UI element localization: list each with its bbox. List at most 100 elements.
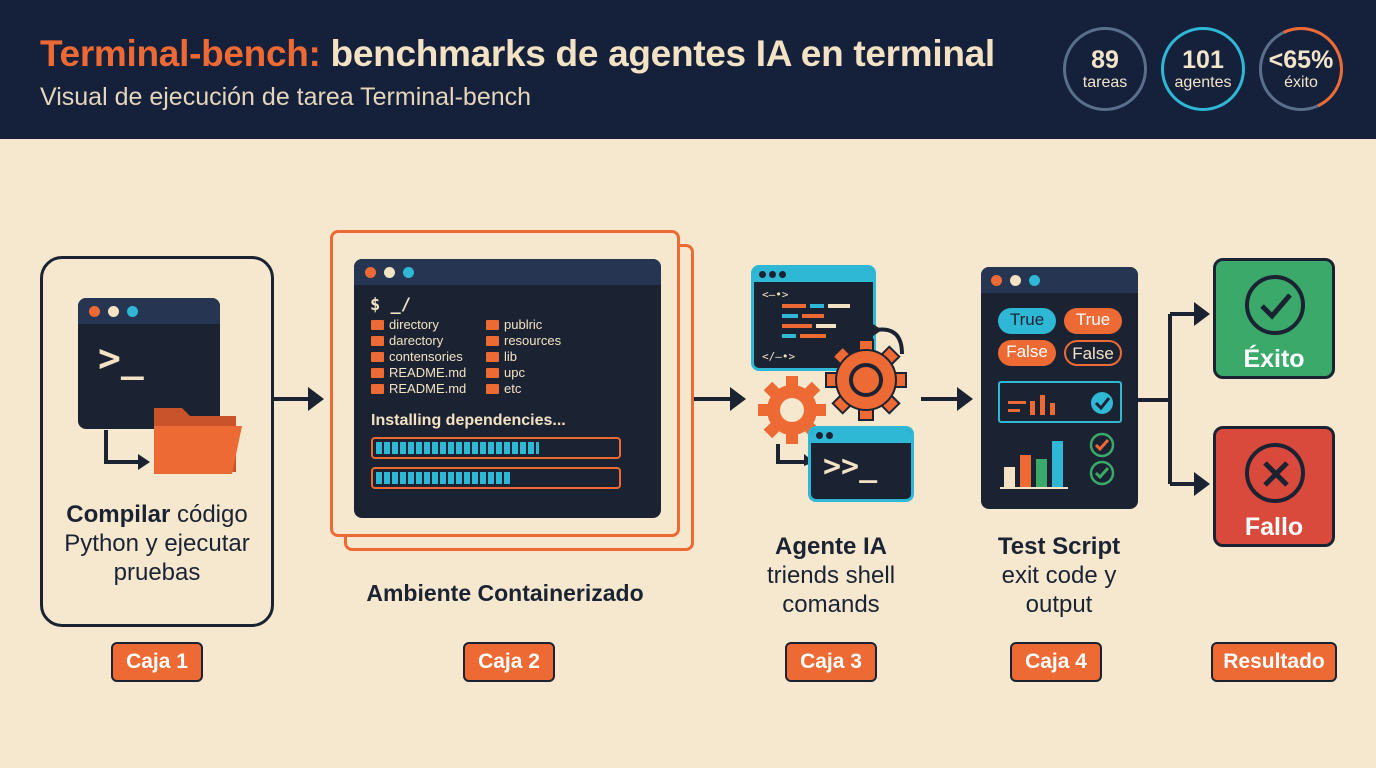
progress-fill [376,442,539,454]
stage3-label-title: Agente IA [774,533,887,560]
stage1-label-rest: código Python y ejecutar pruebas [64,501,250,586]
flow-arrow-3 [921,387,973,411]
stage3-label-line1: triends shell [766,562,896,589]
stage3-gears [758,322,907,466]
progress-bar-2 [371,467,621,489]
caja2-badge: Caja 2 [463,642,555,682]
stat-agentes: 101 agentes [1161,27,1245,111]
window-dot-icon [1029,275,1040,286]
flow-arrow-2 [694,387,746,411]
check-circle-icon [1245,275,1305,335]
stat-tareas-label: tareas [1082,74,1128,91]
failure-label: Fallo [1244,513,1304,541]
arrowhead-icon [138,454,150,470]
progress-fill [376,472,510,484]
stage2-prompt: $ _/ [370,295,411,315]
header-banner: Terminal-bench: benchmarks de agentes IA… [0,0,1376,139]
connector-arrow-icon [776,444,806,464]
stat-tareas-value: 89 [1091,46,1119,74]
stat-exito: <65% éxito [1259,27,1343,111]
window-titlebar [78,298,220,324]
window-dot-icon [1010,275,1021,286]
window-dot-icon [384,267,395,278]
file-entry: publric [504,317,543,332]
file-entry: darectory [389,333,444,348]
stage1-prompt: >_ [98,336,144,380]
window-dot-icon [365,267,376,278]
file-entry: upc [504,365,525,380]
installing-text: Installing dependencies... [371,412,566,429]
window-dot-icon [759,271,766,278]
folder-icon [486,384,499,394]
stage2-terminal-window: $ _/ directory darectory contensories RE… [354,259,661,518]
resultado-badge: Resultado [1211,642,1337,682]
window-dot-icon [991,275,1002,286]
file-entry: README.md [389,381,467,396]
window-dot-icon [779,271,786,278]
folder-icon [486,336,499,346]
test-result-panel [998,381,1122,423]
branch-arrows [1138,302,1210,496]
window-dot-icon [403,267,414,278]
stage3-prompt: >>_ [823,449,878,484]
stat-agentes-value: 101 [1182,46,1224,74]
stage3-label: Agente IA triends shell comands [740,532,922,619]
result-bars-icon [1008,392,1113,415]
connector-arrow-icon [104,430,142,464]
window-titlebar [354,259,661,285]
page-subtitle: Visual de ejecución de tarea Terminal-be… [40,83,532,111]
file-entry: resources [504,333,562,348]
stage4-label-line2: output [1025,591,1093,618]
caja4-badge: Caja 4 [1010,642,1102,682]
test-pill-true: True [1064,308,1122,334]
test-chart-icon [1000,432,1115,489]
folder-icon [371,320,384,330]
window-dot-icon [769,271,776,278]
window-dot-icon [89,306,100,317]
stage4-label-title: Test Script [997,533,1121,560]
stage4-test-window: True True False False [981,267,1138,509]
stage1-label-bold: Compilar [66,501,171,528]
arrowhead-icon [1194,302,1210,326]
stage4-label-line1: exit code y [1001,562,1117,589]
file-entry: lib [504,349,518,364]
arrowhead-icon [1194,472,1210,496]
window-titlebar [811,429,911,443]
test-pill-false: False [1064,340,1122,366]
folder-icon [371,336,384,346]
stage4-label: Test Script exit code y output [968,532,1150,619]
stat-tareas: 89 tareas [1063,27,1147,111]
code-lines-icon [782,304,850,338]
stage1-terminal-window: >_ [78,298,220,429]
title-rest: benchmarks de agentes IA en terminal [320,33,996,74]
folder-icon [486,352,499,362]
stat-exito-label: éxito [1284,74,1318,91]
window-dot-icon [108,306,119,317]
code-open-tag: <—•> [762,288,789,301]
folder-icon [371,352,384,362]
success-label: Éxito [1243,345,1305,373]
window-dot-icon [816,432,823,439]
gear-icon [825,339,907,421]
success-card: Éxito [1213,258,1335,379]
folder-icon [486,368,499,378]
caja3-badge: Caja 3 [785,642,877,682]
stat-agentes-label: agentes [1174,74,1232,91]
stage1-card [40,256,274,627]
stat-exito-value: <65% [1268,46,1334,74]
stage1-label: Compilar código Python y ejecutar prueba… [48,500,266,587]
stage2-label: Ambiente Containerizado [366,580,644,606]
window-dot-icon [127,306,138,317]
stage3-label-line2: comands [782,591,880,618]
folder-icon [486,320,499,330]
folder-icon [371,368,384,378]
file-entry: directory [389,317,439,332]
page-title: Terminal-bench: benchmarks de agentes IA… [40,33,995,75]
folder-icon [371,384,384,394]
test-pill-true: True [998,308,1056,334]
x-circle-icon [1245,443,1305,503]
progress-bar-1 [371,437,621,459]
window-titlebar [981,267,1138,293]
caja1-badge: Caja 1 [111,642,203,682]
folder-icon [154,408,242,474]
